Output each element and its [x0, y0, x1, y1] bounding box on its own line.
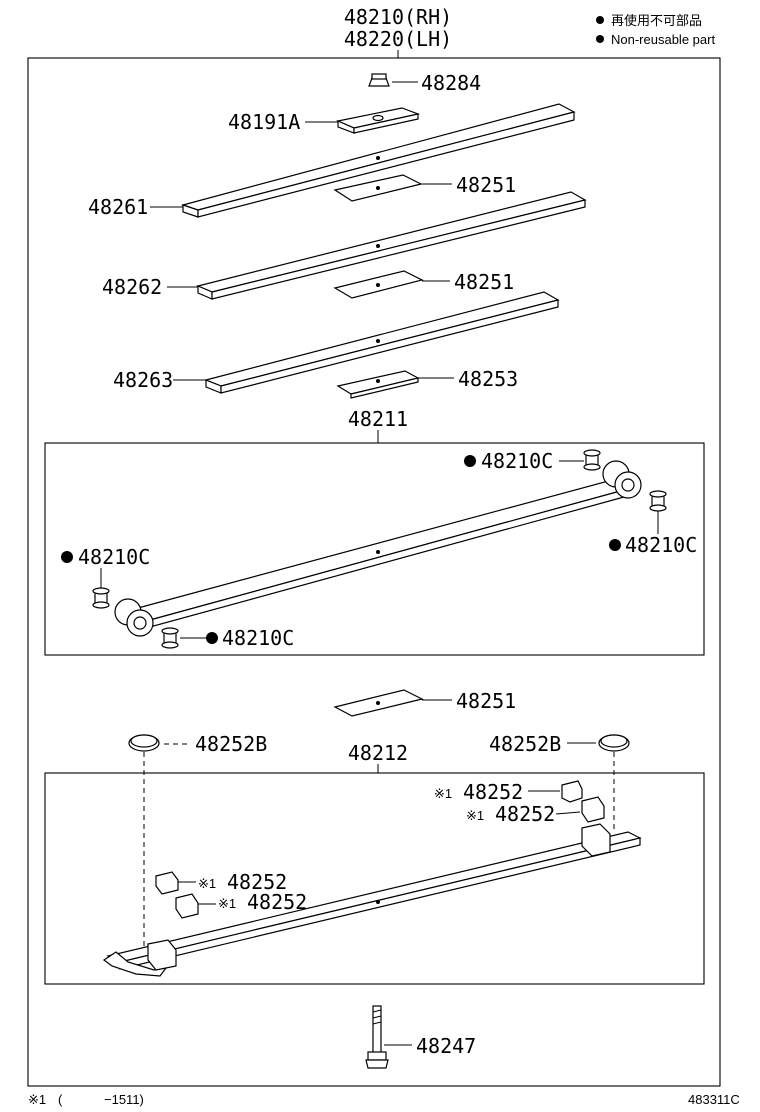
- footer-note-range: −1511): [104, 1092, 144, 1107]
- note-mark-r1: ※1: [434, 786, 452, 801]
- clip-48252-r2: [581, 796, 605, 823]
- leaf-48263: [204, 291, 560, 394]
- bolt-48247: [365, 1005, 389, 1069]
- part-48284-label: 48284: [421, 71, 481, 95]
- part-48251-b-label: 48251: [454, 270, 514, 294]
- bushing-48210c-right: [649, 490, 667, 512]
- clip-r1-label: 48252: [463, 780, 523, 804]
- front-spring-eye: [114, 598, 154, 637]
- diagram-id: 483311C: [688, 1092, 740, 1107]
- part-48263-label: 48263: [113, 368, 173, 392]
- liner-48253: [336, 370, 420, 399]
- bushing-top-label: 48210C: [481, 449, 553, 473]
- clip-48252-l1: [155, 871, 179, 895]
- filled-circle-icon: [61, 551, 73, 563]
- filled-circle-icon: [464, 455, 476, 467]
- note-mark-l1: ※1: [198, 876, 216, 891]
- legend-english: Non-reusable part: [611, 32, 715, 47]
- part-48261-label: 48261: [88, 195, 148, 219]
- part-48247-label: 48247: [416, 1034, 476, 1058]
- part-48251-a-label: 48251: [456, 173, 516, 197]
- part-48211-label: 48211: [348, 407, 408, 431]
- filled-circle-icon: [609, 539, 621, 551]
- note-mark-r2: ※1: [466, 808, 484, 823]
- footer-note-mark: ※1: [28, 1092, 46, 1107]
- clip-l2-label: 48252: [247, 890, 307, 914]
- filled-circle-icon: [596, 35, 604, 43]
- clip-r2-label: 48252: [495, 802, 555, 826]
- liner-48251-b: [333, 270, 424, 299]
- part-48251-c-label: 48251: [456, 689, 516, 713]
- note-mark-l2: ※1: [218, 896, 236, 911]
- part-48191a-label: 48191A: [228, 110, 300, 134]
- bumper-48252b-right: [598, 734, 630, 752]
- bushing-48210c-left: [92, 587, 110, 609]
- assembly-number-lh: 48220(LH): [344, 27, 452, 51]
- liner-48251-c: [333, 689, 424, 717]
- bushing-left-label: 48210C: [78, 545, 150, 569]
- main-leaf-48211: [114, 460, 642, 637]
- assembly-number-rh: 48210(RH): [344, 5, 452, 29]
- bushing-48210c-top: [583, 449, 601, 471]
- assembly-frame: [27, 57, 721, 1087]
- nut-48284: [368, 73, 390, 87]
- pad-48191a: [336, 107, 421, 134]
- filled-circle-icon: [596, 16, 604, 24]
- bushing-bottom-label: 48210C: [222, 626, 294, 650]
- part-48252b-right-label: 48252B: [489, 732, 561, 756]
- bushing-right-label: 48210C: [625, 533, 697, 557]
- leader-clip-r2: [555, 811, 581, 815]
- bushing-48210c-bottom: [161, 627, 179, 649]
- part-48253-label: 48253: [458, 367, 518, 391]
- clip-l1-label: 48252: [227, 870, 287, 894]
- part-48212-label: 48212: [348, 741, 408, 765]
- rear-spring-eye: [602, 460, 642, 499]
- lower-leaf-48212: [102, 823, 642, 977]
- part-48262-label: 48262: [102, 275, 162, 299]
- leaf-48261: [180, 103, 576, 218]
- part-48252b-left-label: 48252B: [195, 732, 267, 756]
- lower-leaf-frame: [44, 772, 705, 985]
- footer-note-paren: (: [58, 1092, 63, 1107]
- clip-48252-r1: [561, 780, 583, 803]
- bumper-48252b-left: [128, 734, 160, 752]
- legend-japanese: 再使用不可部品: [611, 13, 702, 28]
- main-leaf-frame: [44, 442, 705, 656]
- clip-48252-l2: [175, 893, 199, 919]
- leaf-48262: [196, 191, 587, 300]
- filled-circle-icon: [206, 632, 218, 644]
